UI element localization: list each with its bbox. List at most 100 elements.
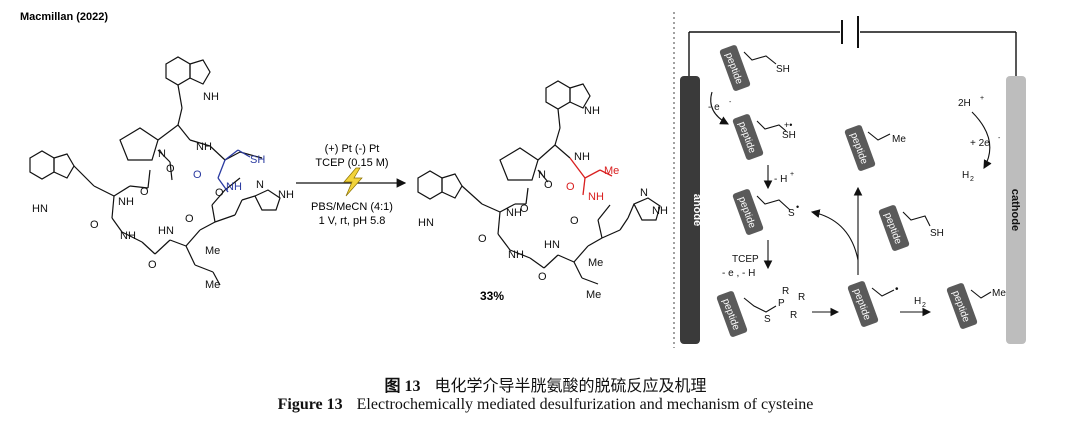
caption-chinese: 图 13 电化学介导半胱氨酸的脱硫反应及机理: [0, 372, 1091, 396]
label-n: N: [256, 179, 264, 191]
label-o: O: [166, 163, 175, 175]
label-two-h-plus: 2H: [958, 98, 971, 109]
condition-solvent: PBS/MeCN (4:1): [311, 201, 393, 213]
anode-electrode: [680, 76, 700, 344]
label-nh: NH: [506, 207, 522, 219]
label-o: O: [544, 179, 553, 191]
label-o: O: [570, 215, 579, 227]
alanine-highlight: [569, 157, 613, 196]
label-n: N: [538, 169, 546, 181]
label-r: R: [798, 292, 805, 303]
reaction-arrow: (+) Pt (-) Pt TCEP (0.15 M) PBS/MeCN (4:…: [296, 143, 407, 227]
label-nh: NH: [584, 105, 600, 117]
yield-label: 33%: [480, 289, 504, 303]
label-tcep-sub: - e , - H: [722, 268, 755, 279]
label-s-radical: S: [788, 208, 795, 219]
anode-label: anode: [691, 194, 703, 226]
label-o: O: [148, 259, 157, 271]
label-r: R: [782, 286, 789, 297]
label-hn: HN: [32, 203, 48, 215]
label-hn: HN: [418, 217, 434, 229]
label-n: N: [158, 148, 166, 160]
peptide-badge: peptide: [847, 281, 879, 327]
radical-cation-mark: +•: [784, 120, 792, 130]
peptide-badge: peptide: [719, 45, 751, 91]
label-o: O: [90, 219, 99, 231]
label-nh: NH: [652, 205, 668, 217]
peptide-badge: peptide: [878, 205, 910, 251]
label-me: Me: [992, 288, 1006, 299]
condition-voltage: 1 V, rt, pH 5.8: [319, 215, 386, 227]
product-structure: [417, 80, 661, 285]
label-me: Me: [586, 289, 601, 301]
label-nh: NH: [196, 141, 212, 153]
label-plus-two-e: + 2e: [970, 138, 990, 149]
label-o-red: O: [566, 181, 575, 193]
label-o: O: [538, 271, 547, 283]
label-s: S: [764, 314, 771, 325]
label-radical-cation-sh: SH: [782, 130, 796, 141]
label-me: Me: [892, 134, 906, 145]
peptide-badge: peptide: [716, 291, 748, 337]
label-nh: NH: [508, 249, 524, 261]
cathode-label: cathode: [1009, 189, 1021, 231]
side-chains: [743, 51, 992, 313]
label-hn: HN: [544, 239, 560, 251]
caption-en-text: Electrochemically mediated desulfurizati…: [356, 396, 814, 413]
label-o-blue: O: [193, 169, 202, 181]
label-o: O: [185, 213, 194, 225]
circuit: [688, 16, 1017, 78]
subscript-2: 2: [970, 176, 974, 183]
peptide-badge: peptide: [946, 283, 978, 329]
label-n: N: [640, 187, 648, 199]
caption-english: Figure 13 Electrochemically mediated des…: [0, 396, 1091, 414]
label-nh: NH: [203, 91, 219, 103]
radical-dot: •: [796, 202, 799, 212]
peptide-badge: peptide: [732, 114, 764, 160]
label-o: O: [520, 203, 529, 215]
mechanism-arrows: [710, 91, 992, 317]
caption-cn-label: 图 13: [384, 378, 421, 395]
label-sh: SH: [930, 228, 944, 239]
figure-title: Macmillan (2022): [20, 11, 108, 23]
label-sh-blue: SH: [250, 154, 265, 166]
superscript-minus: -: [729, 99, 732, 106]
figure-svg: Macmillan (2022): [20, 11, 1026, 348]
cathode-electrode: [1006, 76, 1026, 344]
subscript-2: 2: [922, 302, 926, 309]
caption-en-label: Figure 13: [277, 396, 343, 413]
superscript-plus: +: [980, 95, 984, 102]
label-nh-blue: NH: [226, 181, 242, 193]
condition-electrodes: (+) Pt (-) Pt: [325, 143, 380, 155]
reactant-structure: [29, 56, 281, 286]
peptide-badge: peptide: [732, 189, 764, 235]
superscript-plus: +: [790, 171, 794, 178]
label-nh: NH: [574, 151, 590, 163]
lightning-bolt-icon: [343, 167, 363, 197]
label-minus-e: - e: [708, 102, 720, 113]
label-r: R: [790, 310, 797, 321]
cysteine-highlight: [217, 149, 251, 193]
caption-cn-text: 电化学介导半胱氨酸的脱硫反应及机理: [434, 378, 707, 395]
label-minus-h: - H: [774, 174, 787, 185]
label-h2-product: H: [962, 170, 969, 181]
label-o: O: [478, 233, 487, 245]
condition-tcep: TCEP (0.15 M): [315, 157, 388, 169]
label-nh-red: NH: [588, 191, 604, 203]
label-me: Me: [205, 279, 220, 291]
label-nh: NH: [118, 196, 134, 208]
label-nh: NH: [120, 230, 136, 242]
label-p: P: [778, 298, 785, 309]
label-h2: H: [914, 296, 921, 307]
label-me-red: Me: [604, 165, 619, 177]
label-sh: SH: [776, 64, 790, 75]
label-hn: HN: [158, 225, 174, 237]
label-o: O: [215, 187, 224, 199]
label-tcep: TCEP: [732, 254, 759, 265]
label-o: O: [140, 186, 149, 198]
radical-dot: •: [895, 284, 899, 295]
peptide-badge: peptide: [844, 125, 876, 171]
label-nh: NH: [278, 189, 294, 201]
superscript-minus: -: [998, 135, 1001, 142]
